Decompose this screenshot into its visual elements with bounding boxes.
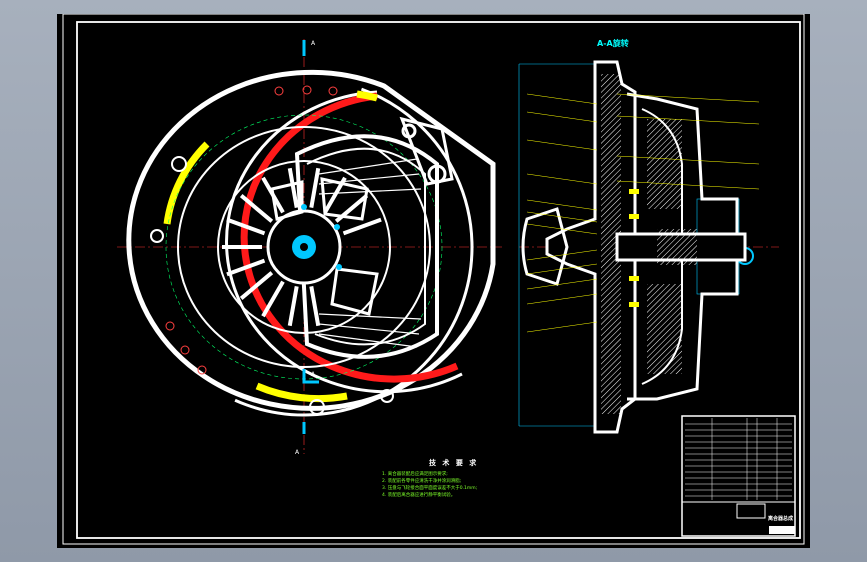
tech-req-item-4: 4. 装配后离合器应进行静平衡试验。 — [382, 491, 455, 498]
housing-outline — [126, 69, 496, 411]
leader-line — [616, 180, 760, 190]
spring-finger — [239, 271, 274, 300]
leader-line — [526, 93, 598, 105]
section-mark-top: A — [311, 40, 316, 47]
title-block-name: 离合器总成 — [768, 515, 793, 522]
spring-finger — [309, 286, 321, 327]
tech-req-item-2: 2. 装配前各零件应清洗干净并涂润滑脂; — [382, 477, 461, 484]
red-band — [240, 92, 459, 383]
tech-req-item-3: 3. 压盘与飞轮接合面平面度误差不大于0.1mm; — [382, 484, 477, 491]
spring-finger — [226, 217, 266, 236]
diaphragm-spring — [217, 160, 391, 334]
inner-frame — [76, 21, 801, 539]
technical-requirements: 技 术 要 求 1. 离合器装配后应满足图示要求; 2. 装配前各零件应清洗干净… — [382, 458, 478, 498]
leader-line — [526, 278, 598, 290]
yellow-band-bottom — [255, 382, 348, 403]
leader-line — [526, 249, 598, 261]
tech-req-title: 技 术 要 求 — [429, 458, 478, 467]
leader-line — [526, 263, 598, 275]
leader-line — [526, 139, 598, 151]
section-view: A-A旋转 — [518, 38, 779, 434]
spring-finger — [287, 286, 299, 327]
spring-finger — [342, 217, 382, 236]
leader-line — [526, 199, 598, 211]
spring-finger — [261, 280, 285, 318]
pressure-plate — [294, 134, 439, 359]
tech-req-item-1: 1. 离合器装配后应满足图示要求; — [382, 470, 448, 477]
spring-finger — [287, 167, 299, 208]
leader-line — [526, 211, 598, 223]
yellow-band-top — [356, 90, 378, 102]
spring-finger — [239, 194, 274, 223]
leader-line — [526, 321, 598, 333]
leader-line — [526, 223, 598, 235]
leader-line — [526, 173, 598, 185]
section-mark-mid: A — [311, 371, 316, 378]
front-view: A A A — [117, 39, 502, 456]
leader-line — [616, 155, 760, 165]
yellow-band-left — [163, 141, 210, 225]
leader-line — [616, 93, 760, 103]
leader-line — [526, 111, 598, 123]
spring-finger — [309, 167, 321, 208]
leader-line — [526, 293, 598, 305]
section-view-title: A-A旋转 — [597, 38, 629, 48]
leader-line — [616, 115, 760, 125]
spring-finger — [226, 258, 266, 277]
cad-viewport[interactable]: A A A A-A旋转 — [57, 14, 810, 548]
title-block: 离合器总成 — [681, 415, 796, 537]
cad-drawing: A A A A-A旋转 — [62, 14, 805, 545]
outer-frame — [62, 14, 805, 545]
section-mark-bottom: A — [295, 449, 300, 456]
